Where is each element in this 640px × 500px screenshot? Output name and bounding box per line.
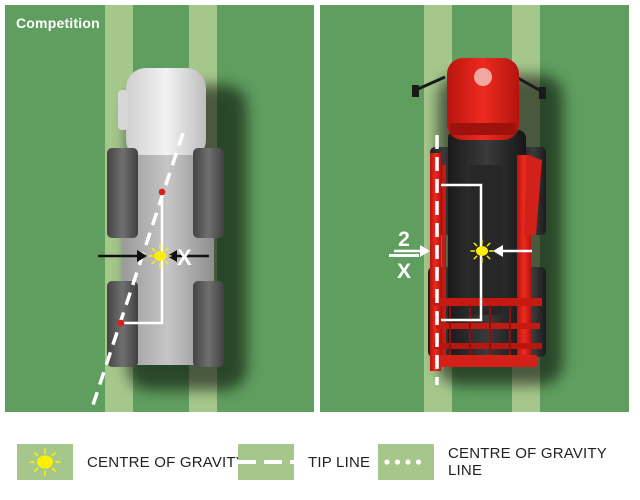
sun-icon xyxy=(29,448,61,476)
legend-label-cog: CENTRE OF GRAVITY xyxy=(87,453,246,471)
tip-point-marker xyxy=(158,188,166,196)
rear-right-wheel xyxy=(193,281,224,367)
competition-panel: Competition X xyxy=(5,5,314,412)
distance-arrows xyxy=(98,250,209,262)
panel-title: Competition xyxy=(16,15,100,31)
dotted-line-icon xyxy=(384,459,422,465)
fraction-numerator: 2 xyxy=(398,228,410,251)
brand-logo xyxy=(474,68,492,86)
legend-item-tip-line: TIP LINE xyxy=(238,444,370,480)
red-tractor-illustration xyxy=(320,5,629,412)
tractor-roof xyxy=(447,58,519,140)
legend-label-tip-line: TIP LINE xyxy=(308,453,371,471)
tractor-body xyxy=(122,155,214,365)
legend-label-cog-line: CENTRE OF GRAVITY LINE xyxy=(448,445,607,479)
distance-fraction-label: 2 X xyxy=(387,227,421,285)
tip-point-marker xyxy=(117,319,125,327)
legend-swatch-tip-line xyxy=(238,444,294,480)
sun-icon xyxy=(470,239,494,263)
legend-item-cog-line: CENTRE OF GRAVITY LINE xyxy=(378,444,640,480)
left-frame-rail xyxy=(430,153,441,371)
distance-label: X xyxy=(177,245,192,270)
legend-swatch-cog xyxy=(17,444,73,480)
front-right-wheel xyxy=(193,148,224,238)
cog-line xyxy=(121,192,164,325)
competitor-tractor xyxy=(107,68,224,367)
legend-swatch-cog-line xyxy=(378,444,434,480)
front-left-wheel xyxy=(107,148,138,238)
fraction-bar xyxy=(389,254,419,257)
legend-item-cog: CENTRE OF GRAVITY xyxy=(17,444,246,480)
competition-illustration xyxy=(5,5,314,412)
tractor-cab xyxy=(126,68,206,160)
red-tractor-panel: 2 X xyxy=(320,5,629,412)
tip-line xyxy=(91,132,185,406)
legend: CENTRE OF GRAVITY TIP LINE CENTRE OF GRA… xyxy=(0,412,640,500)
sun-icon xyxy=(148,244,172,268)
fraction-denominator: X xyxy=(396,260,411,283)
distance-arrows xyxy=(394,245,532,257)
